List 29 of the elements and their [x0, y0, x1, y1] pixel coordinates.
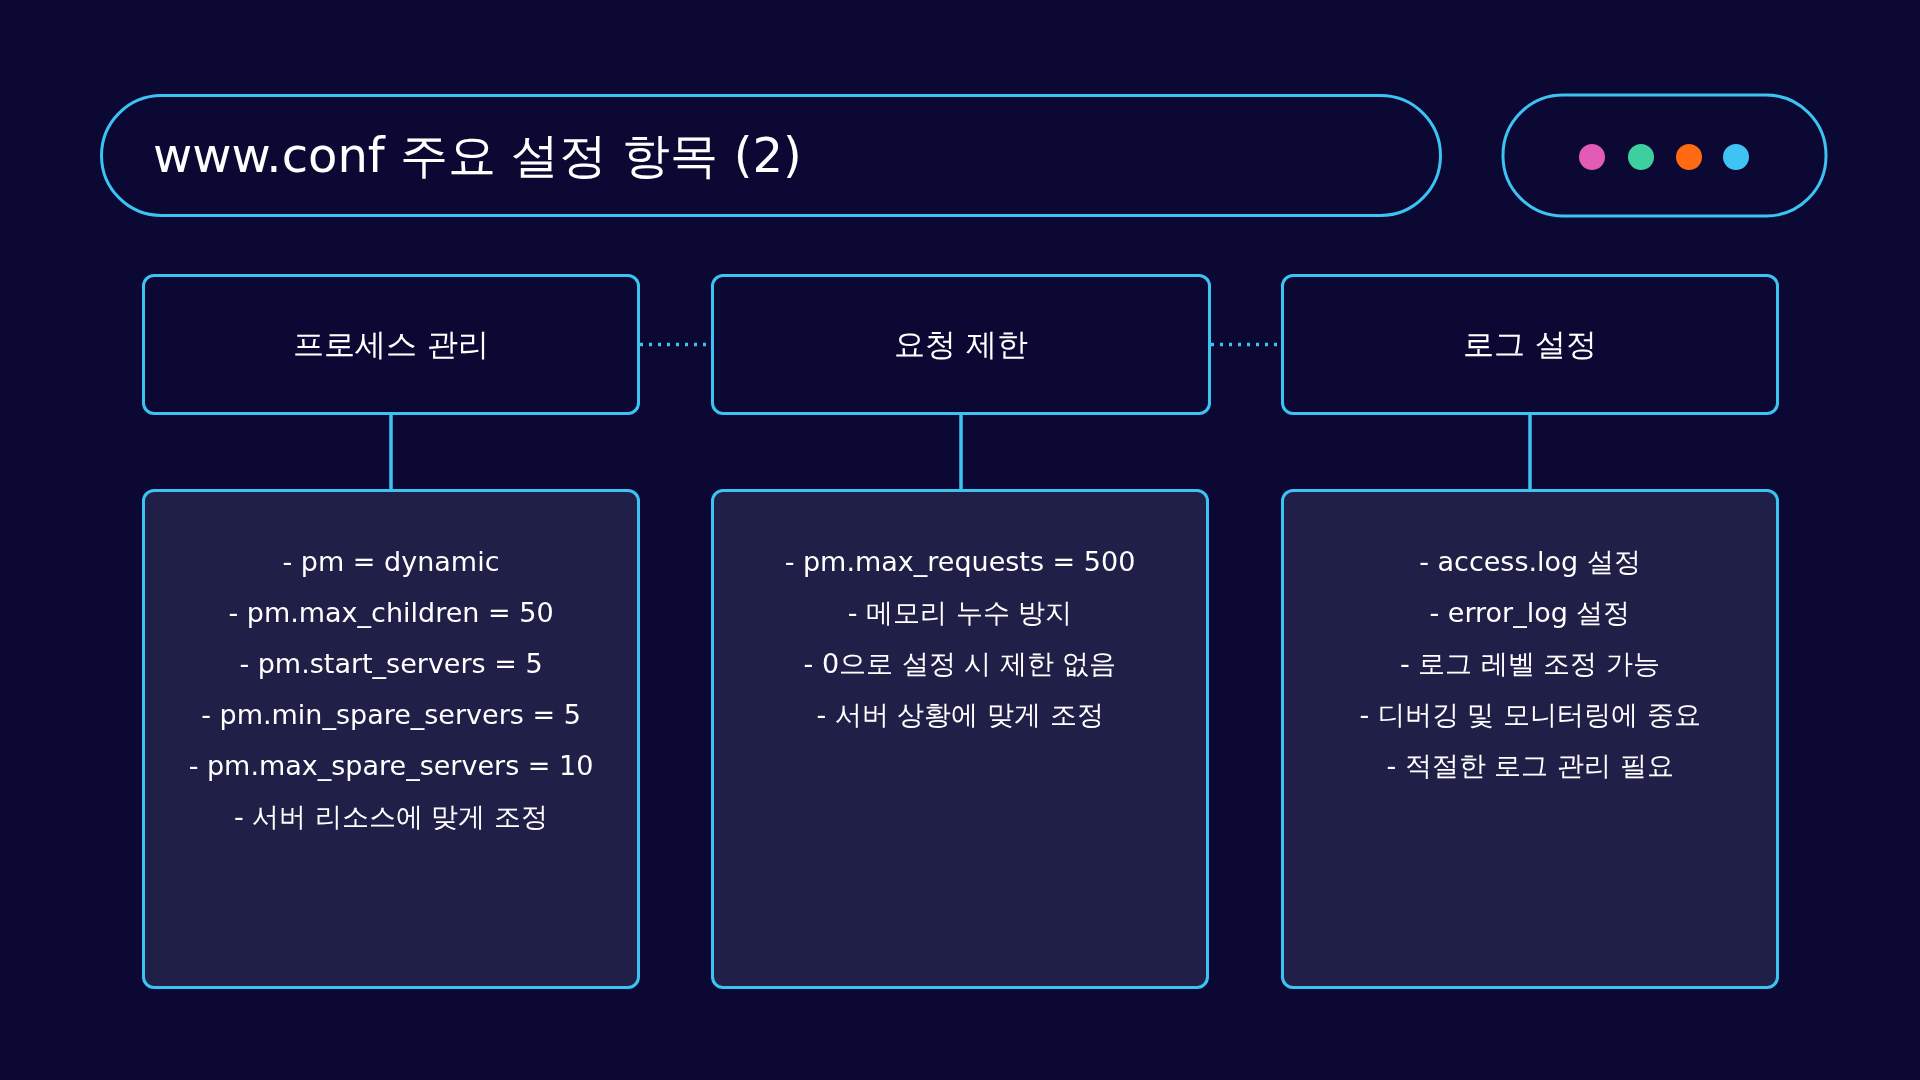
- category-header-box: [711, 274, 1211, 415]
- bullet-text: - pm.max_spare_servers = 10: [188, 749, 594, 783]
- bullet-text: - 로그 레벨 조정 가능: [1399, 647, 1661, 681]
- bullet-text: - pm.max_requests = 500: [784, 545, 1136, 579]
- bullet-text: - 서버 리소스에 맞게 조정: [233, 800, 549, 834]
- bullet-text: - access.log 설정: [1419, 545, 1641, 579]
- bullet-text: - 메모리 누수 방지: [847, 596, 1073, 630]
- bullet-text: - pm.min_spare_servers = 5: [201, 698, 581, 732]
- connector-line: [1528, 415, 1532, 489]
- connector-line: [389, 415, 393, 489]
- category-header-box: [142, 274, 640, 415]
- bullet-text: - 디버깅 및 모니터링에 중요: [1359, 698, 1701, 732]
- detail-card: [1281, 489, 1779, 989]
- bullet-text: - error_log 설정: [1429, 596, 1631, 630]
- header-text: 요청 제한: [894, 325, 1028, 364]
- bullet-text: - pm.max_children = 50: [228, 596, 554, 630]
- title-banner: [100, 94, 1442, 217]
- title-text: www.conf 주요 설정 항목 (2): [153, 126, 802, 185]
- bullet-text: - 0으로 설정 시 제한 없음: [803, 647, 1117, 681]
- header-text: 로그 설정: [1463, 325, 1597, 364]
- bullet-text: - 적절한 로그 관리 필요: [1386, 749, 1674, 783]
- detail-card: [142, 489, 640, 989]
- bullet-text: - pm = dynamic: [282, 545, 500, 579]
- detail-card: [711, 489, 1209, 989]
- bullet-text: - pm.start_servers = 5: [239, 647, 543, 681]
- category-header-box: [1281, 274, 1779, 415]
- header-text: 프로세스 관리: [293, 325, 489, 364]
- connector-line: [959, 415, 963, 489]
- bullet-text: - 서버 상황에 맞게 조정: [816, 698, 1104, 732]
